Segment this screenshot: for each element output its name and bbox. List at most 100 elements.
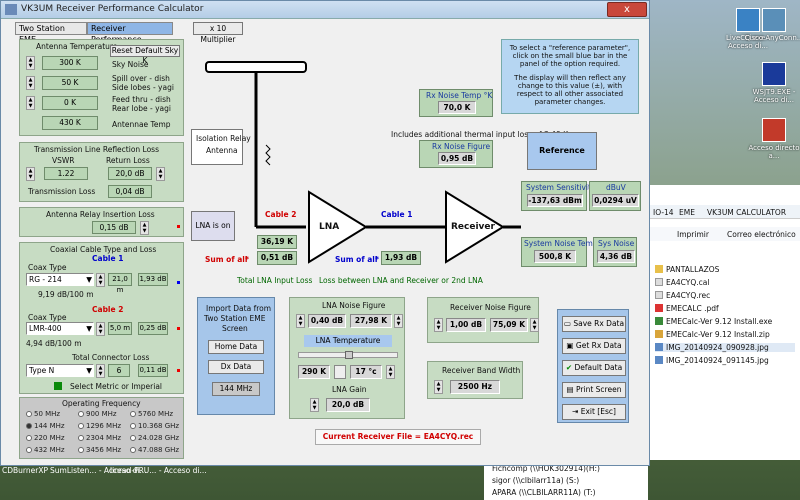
lna-input-loss: 0,51 dB xyxy=(257,251,297,265)
freq-option[interactable]: 900 MHz xyxy=(78,410,117,418)
list-item[interactable]: EMECALC .pdf xyxy=(655,304,719,313)
list-item[interactable]: EMECalc-Ver 9.12 Install.zip xyxy=(655,330,770,339)
exit-button[interactable]: ⇥ Exit [Esc] xyxy=(562,404,626,420)
sky-noise-value[interactable]: 300 K xyxy=(42,56,98,70)
transmission-loss-value: 0,04 dB xyxy=(108,185,152,198)
desktop-icon-cdburner[interactable]: CDBurnerXP xyxy=(2,466,48,475)
relay-spinner[interactable]: ▲▼ xyxy=(140,221,149,235)
desktop-icon-shortcut[interactable]: Acceso directo a... xyxy=(744,118,800,160)
vswr-spinner[interactable]: ▲▼ xyxy=(26,167,35,181)
app-icon xyxy=(736,8,760,32)
feed-value[interactable]: 0 K xyxy=(42,96,98,110)
freq-option[interactable]: 432 MHz xyxy=(26,446,65,454)
return-loss-value[interactable]: 20,0 dB xyxy=(108,167,152,180)
bandwidth-value[interactable]: 2500 Hz xyxy=(450,380,500,394)
bw-spinner[interactable]: ▲▼ xyxy=(434,380,443,394)
check-icon: ✔ xyxy=(565,363,575,372)
freq-option[interactable]: 144 MHz xyxy=(26,422,65,430)
coax2-select[interactable]: LMR-400▼ xyxy=(26,322,94,335)
freq-option[interactable]: 50 MHz xyxy=(26,410,60,418)
list-item[interactable]: PANTALLAZOS xyxy=(655,265,719,274)
desktop-icon-livecq[interactable]: LiveCQ.exe - Acceso di... xyxy=(718,8,778,50)
dx-data-button[interactable]: Dx Data xyxy=(208,360,264,374)
list-item[interactable]: APARA (\\CLBILARR11A) (T:) xyxy=(492,488,596,497)
rx-noise-temp-panel[interactable]: Rx Noise Temp °K 70,0 K xyxy=(419,89,493,117)
metric-toggle[interactable] xyxy=(54,382,62,390)
desktop-icon-linrad[interactable]: linrad-PRU... - Acceso di... xyxy=(110,466,207,475)
breadcrumb[interactable]: IO-14 EME VK3UM CALCULATOR xyxy=(649,205,800,219)
list-item[interactable]: Fichcomp (\\HOK302914)(H:) xyxy=(492,464,600,473)
desktop-icon-cisco[interactable]: Cisco AnyConn... xyxy=(744,8,800,42)
close-button[interactable]: x xyxy=(607,2,647,17)
rx-nfk-spinner[interactable]: ▲▼ xyxy=(530,318,539,332)
lna-on-button[interactable]: LNA is on xyxy=(191,211,235,241)
email-menu[interactable]: Correo electrónico xyxy=(727,230,796,239)
home-data-button[interactable]: Home Data xyxy=(208,340,264,354)
lna-gain-spinner[interactable]: ▲▼ xyxy=(310,398,319,412)
desktop-icon-wsjt[interactable]: WSJT9.EXE - Acceso di... xyxy=(744,62,800,104)
freq-option[interactable]: 3456 MHz xyxy=(78,446,121,454)
reset-sky-button[interactable]: Reset Default Sky K xyxy=(110,45,180,65)
connector-count[interactable]: 6 xyxy=(108,364,130,377)
multiplier-button[interactable]: x 10 Multiplier xyxy=(193,22,243,44)
save-rx-button[interactable]: ▭ Save Rx Data xyxy=(562,316,626,332)
print-menu[interactable]: Imprimir xyxy=(677,230,709,239)
current-file-label: Current Receiver File = EA4CYQ.rec xyxy=(315,429,481,445)
lna-temp-spinner[interactable]: ▲▼ xyxy=(386,365,395,379)
list-item[interactable]: EA4CYQ.rec xyxy=(655,291,710,300)
list-item[interactable]: IMG_20140924_090928.jpg xyxy=(655,343,795,352)
sky-spinner[interactable]: ▲▼ xyxy=(26,56,35,70)
print-screen-button[interactable]: ▤ Print Screen xyxy=(562,382,626,398)
title-bar[interactable]: VK3UM Receiver Performance Calculator x xyxy=(1,1,649,19)
coax2-length[interactable]: 5,0 m xyxy=(108,322,132,335)
rx-nf-db[interactable]: 1,00 dB xyxy=(446,318,486,332)
spill-value[interactable]: 50 K xyxy=(42,76,98,90)
lna-nfk-spinner[interactable]: ▲▼ xyxy=(394,314,403,328)
coax1-select[interactable]: RG - 214▼ xyxy=(26,273,94,286)
lna-gain-value[interactable]: 20,0 dB xyxy=(326,398,370,412)
isolation-relay-button[interactable]: Isolation Relay Antenna xyxy=(191,129,251,165)
lna-temp-title: LNA Temperature xyxy=(304,335,392,347)
freq-option[interactable]: 2304 MHz xyxy=(78,434,121,442)
reference-marker[interactable] xyxy=(177,225,180,228)
len1-spinner[interactable]: ▲▼ xyxy=(96,273,105,287)
rx-nf-spinner[interactable]: ▲▼ xyxy=(434,318,443,332)
freq-option[interactable]: 5760 MHz xyxy=(130,410,173,418)
len2-spinner[interactable]: ▲▼ xyxy=(96,322,105,336)
default-data-button[interactable]: ✔ Default Data xyxy=(562,360,626,376)
coax1-length[interactable]: 21,0 m xyxy=(108,273,132,294)
spill-spinner[interactable]: ▲▼ xyxy=(26,76,35,90)
list-item[interactable]: IMG_20140924_091145.jpg xyxy=(655,356,769,365)
tab-two-station[interactable]: Two Station EME xyxy=(15,22,87,44)
dbuv-panel: dBuV 0,0294 uV xyxy=(589,181,641,211)
reference-marker[interactable] xyxy=(177,369,180,372)
tab-receiver[interactable]: Receiver Performance xyxy=(87,22,173,44)
file-explorer: IO-14 EME VK3UM CALCULATOR Imprimir Corr… xyxy=(648,185,800,460)
conn-spinner[interactable]: ▲▼ xyxy=(96,364,105,378)
vswr-value[interactable]: 1.22 xyxy=(44,167,88,180)
freq-option[interactable]: 24.028 GHz xyxy=(130,434,179,442)
desktop-icon-sumlisten[interactable]: SumListen... - Acceso di... xyxy=(50,466,147,475)
lna-nf-db[interactable]: 0,40 dB xyxy=(308,314,346,328)
slider-thumb[interactable] xyxy=(345,351,353,359)
return-spinner[interactable]: ▲▼ xyxy=(156,167,165,181)
info-box: To select a "reference parameter", click… xyxy=(501,39,639,114)
reference-marker[interactable] xyxy=(177,281,180,284)
reference-button[interactable]: Reference xyxy=(527,132,597,170)
relay-loss-value[interactable]: 0,15 dB xyxy=(92,221,136,234)
lna-temp-slider[interactable] xyxy=(298,351,398,359)
list-item[interactable]: EA4CYQ.cal xyxy=(655,278,709,287)
freq-option[interactable]: 10.368 GHz xyxy=(130,422,179,430)
reference-marker[interactable] xyxy=(177,327,180,330)
feed-spinner[interactable]: ▲▼ xyxy=(26,96,35,110)
lna-nf-spinner[interactable]: ▲▼ xyxy=(296,314,305,328)
list-item[interactable]: EMECalc-Ver 9.12 Install.exe xyxy=(655,317,772,326)
get-rx-button[interactable]: ▣ Get Rx Data xyxy=(562,338,626,354)
freq-option[interactable]: 1296 MHz xyxy=(78,422,121,430)
connector-select[interactable]: Type N▼ xyxy=(26,364,94,377)
freq-option[interactable]: 220 MHz xyxy=(26,434,65,442)
list-item[interactable]: sigor (\\clbilarr11a) (S:) xyxy=(492,476,580,485)
freq-option[interactable]: 47.088 GHz xyxy=(130,446,179,454)
temp-toggle[interactable] xyxy=(334,365,346,379)
rx-noise-figure-panel[interactable]: Rx Noise Figure 0,95 dB xyxy=(419,140,493,168)
